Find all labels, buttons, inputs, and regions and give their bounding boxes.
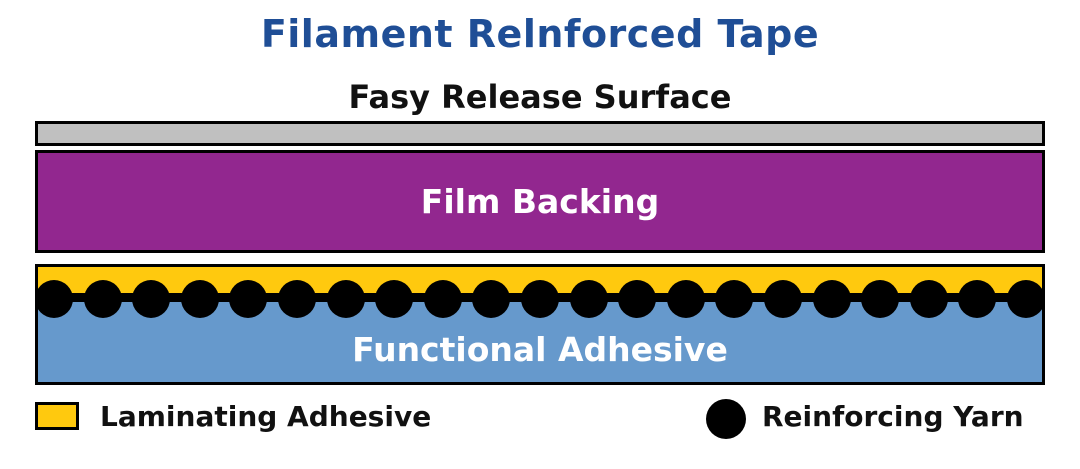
yarn-ball bbox=[35, 280, 73, 318]
release-surface-layer bbox=[35, 121, 1045, 146]
yarn-ball bbox=[1007, 280, 1045, 318]
yarn-ball bbox=[83, 280, 122, 318]
yarn-ball bbox=[666, 280, 705, 318]
yarn-ball bbox=[764, 280, 802, 318]
reinforcing-yarn-legend-label: Reinforcing Yarn bbox=[762, 400, 1024, 433]
yarn-ball bbox=[618, 280, 657, 318]
reinforcing-yarn-row bbox=[35, 280, 1045, 320]
film-backing-label: Film Backing bbox=[420, 182, 660, 221]
film-backing-layer: Film Backing bbox=[35, 150, 1045, 253]
yarn-ball bbox=[472, 280, 511, 318]
yarn-ball bbox=[958, 280, 997, 318]
yarn-ball bbox=[278, 280, 316, 318]
yarn-ball bbox=[812, 280, 851, 318]
yarn-ball bbox=[132, 280, 171, 318]
release-surface-label: Fasy Release Surface bbox=[348, 78, 732, 116]
yarn-ball bbox=[375, 280, 414, 318]
yarn-ball bbox=[715, 280, 754, 318]
yarn-ball bbox=[909, 280, 948, 318]
reinforcing-yarn-swatch bbox=[706, 399, 746, 439]
yarn-ball bbox=[229, 280, 268, 318]
diagram-title: Filament Relnforced Tape bbox=[260, 12, 820, 56]
yarn-ball bbox=[569, 280, 608, 318]
yarn-ball bbox=[423, 280, 462, 318]
functional-adhesive-label: Functional Adhesive bbox=[352, 330, 728, 369]
yarn-ball bbox=[521, 280, 559, 318]
laminating-adhesive-swatch bbox=[35, 402, 79, 430]
laminating-adhesive-legend-label: Laminating Adhesive bbox=[100, 400, 432, 433]
yarn-ball bbox=[326, 280, 365, 318]
yarn-ball bbox=[180, 280, 219, 318]
yarn-ball bbox=[861, 280, 900, 318]
